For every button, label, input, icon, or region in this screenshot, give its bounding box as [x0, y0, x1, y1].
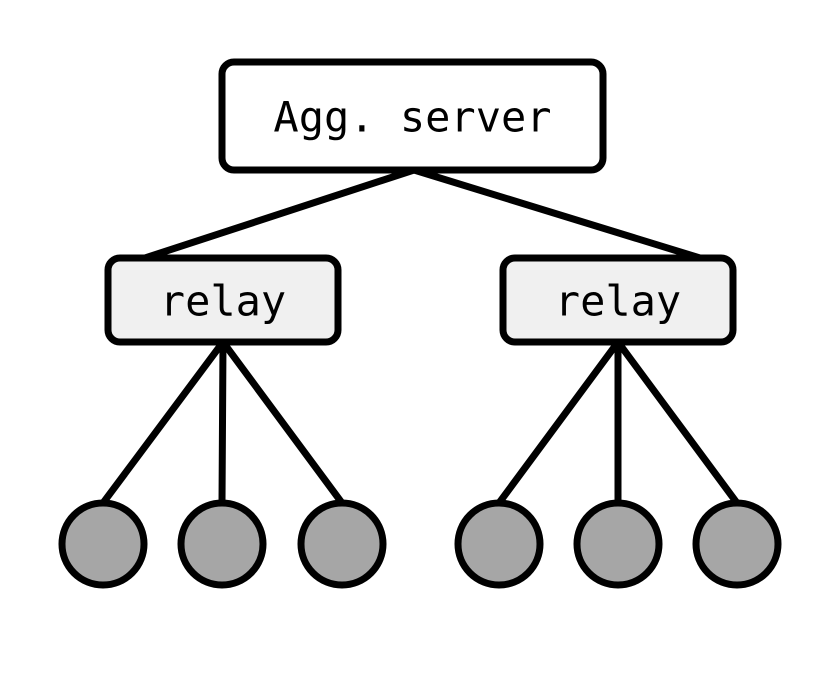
edge-layer	[99, 166, 741, 507]
edge-relay-right-to-leaf-1	[495, 338, 622, 507]
client-node-4[interactable]	[454, 499, 544, 589]
relay-right-box	[499, 254, 737, 346]
node-agg-server[interactable]: Agg. server	[218, 58, 607, 174]
client-node-3[interactable]	[297, 499, 387, 589]
edge-root-to-relay-right	[410, 166, 704, 262]
edge-root-to-relay-left	[141, 166, 418, 262]
edge-relay-left-to-leaf-2	[218, 338, 227, 507]
edge-relay-left-to-leaf-3	[219, 338, 346, 507]
node-relay-left[interactable]: relay	[104, 254, 342, 346]
relay-right-label: relay	[555, 277, 681, 326]
edge-relay-right-to-leaf-3	[614, 338, 741, 507]
client-node-5[interactable]	[573, 499, 663, 589]
relay-left-box	[104, 254, 342, 346]
agg-server-box	[218, 58, 607, 174]
leaf-layer	[58, 499, 782, 589]
node-relay-right[interactable]: relay	[499, 254, 737, 346]
agg-server-label: Agg. server	[273, 93, 551, 142]
relay-left-label: relay	[160, 277, 286, 326]
edge-relay-left-to-leaf-1	[99, 338, 227, 507]
client-node-6[interactable]	[692, 499, 782, 589]
client-node-1[interactable]	[58, 499, 148, 589]
client-node-2[interactable]	[177, 499, 267, 589]
